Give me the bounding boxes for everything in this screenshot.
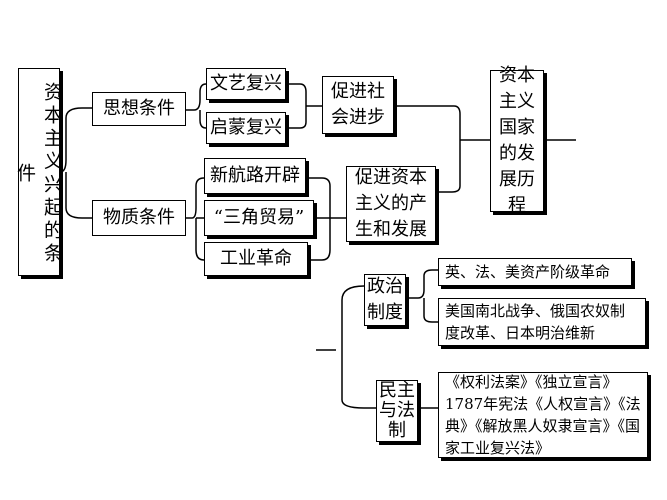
bourgeois-revolutions-label: 英、法、美资产阶级革命 — [445, 263, 611, 281]
documents-label: 《权利法案》《独立宣言》1787年宪法《人权宣言》《法典》《解放黑人奴隶宣言》《… — [445, 373, 641, 457]
new-routes-label: 新航路开辟 — [210, 165, 300, 186]
material-conditions-node: 物质条件 — [92, 200, 186, 236]
root-label: 资本主义兴起的条件 — [14, 82, 63, 266]
development-process-node: 资本主义国家的发展历程 — [490, 65, 544, 216]
enlightenment-label: 启蒙复兴 — [210, 117, 282, 138]
promote-society-node: 促进社会进步 — [322, 76, 394, 134]
political-system-node: 政治制度 — [364, 274, 406, 326]
renaissance-label: 文艺复兴 — [210, 73, 282, 94]
industrial-revolution-label: 工业革命 — [220, 248, 292, 269]
material-conditions-label: 物质条件 — [103, 207, 175, 228]
idea-conditions-label: 思想条件 — [103, 98, 175, 119]
triangle-trade-node: “三角贸易” — [204, 200, 314, 236]
enlightenment-node: 启蒙复兴 — [206, 112, 286, 144]
promote-capitalism-node: 促进资本主义的产生和发展 — [346, 166, 436, 242]
promote-capitalism-label: 促进资本主义的产生和发展 — [355, 167, 427, 240]
promote-society-label: 促进社会进步 — [331, 81, 385, 128]
democracy-law-label: 民主与法制 — [379, 380, 415, 441]
industrial-revolution-node: 工业革命 — [204, 242, 308, 276]
democracy-law-node: 民主与法制 — [376, 380, 418, 442]
political-system-label: 政治制度 — [367, 276, 403, 323]
new-routes-node: 新航路开辟 — [204, 158, 306, 194]
development-process-label: 资本主义国家的发展历程 — [499, 65, 535, 216]
bourgeois-revolutions-node: 英、法、美资产阶级革命 — [438, 258, 632, 286]
reforms-node: 美国南北战争、俄国农奴制度改革、日本明治维新 — [438, 298, 646, 346]
reforms-label: 美国南北战争、俄国农奴制度改革、日本明治维新 — [445, 302, 626, 342]
renaissance-node: 文艺复兴 — [206, 68, 286, 100]
idea-conditions-node: 思想条件 — [92, 92, 186, 126]
documents-node: 《权利法案》《独立宣言》1787年宪法《人权宣言》《法典》《解放黑人奴隶宣言》《… — [438, 372, 648, 458]
triangle-trade-label: “三角贸易” — [213, 207, 305, 228]
root-node: 资本主义兴起的条件 — [14, 68, 63, 276]
